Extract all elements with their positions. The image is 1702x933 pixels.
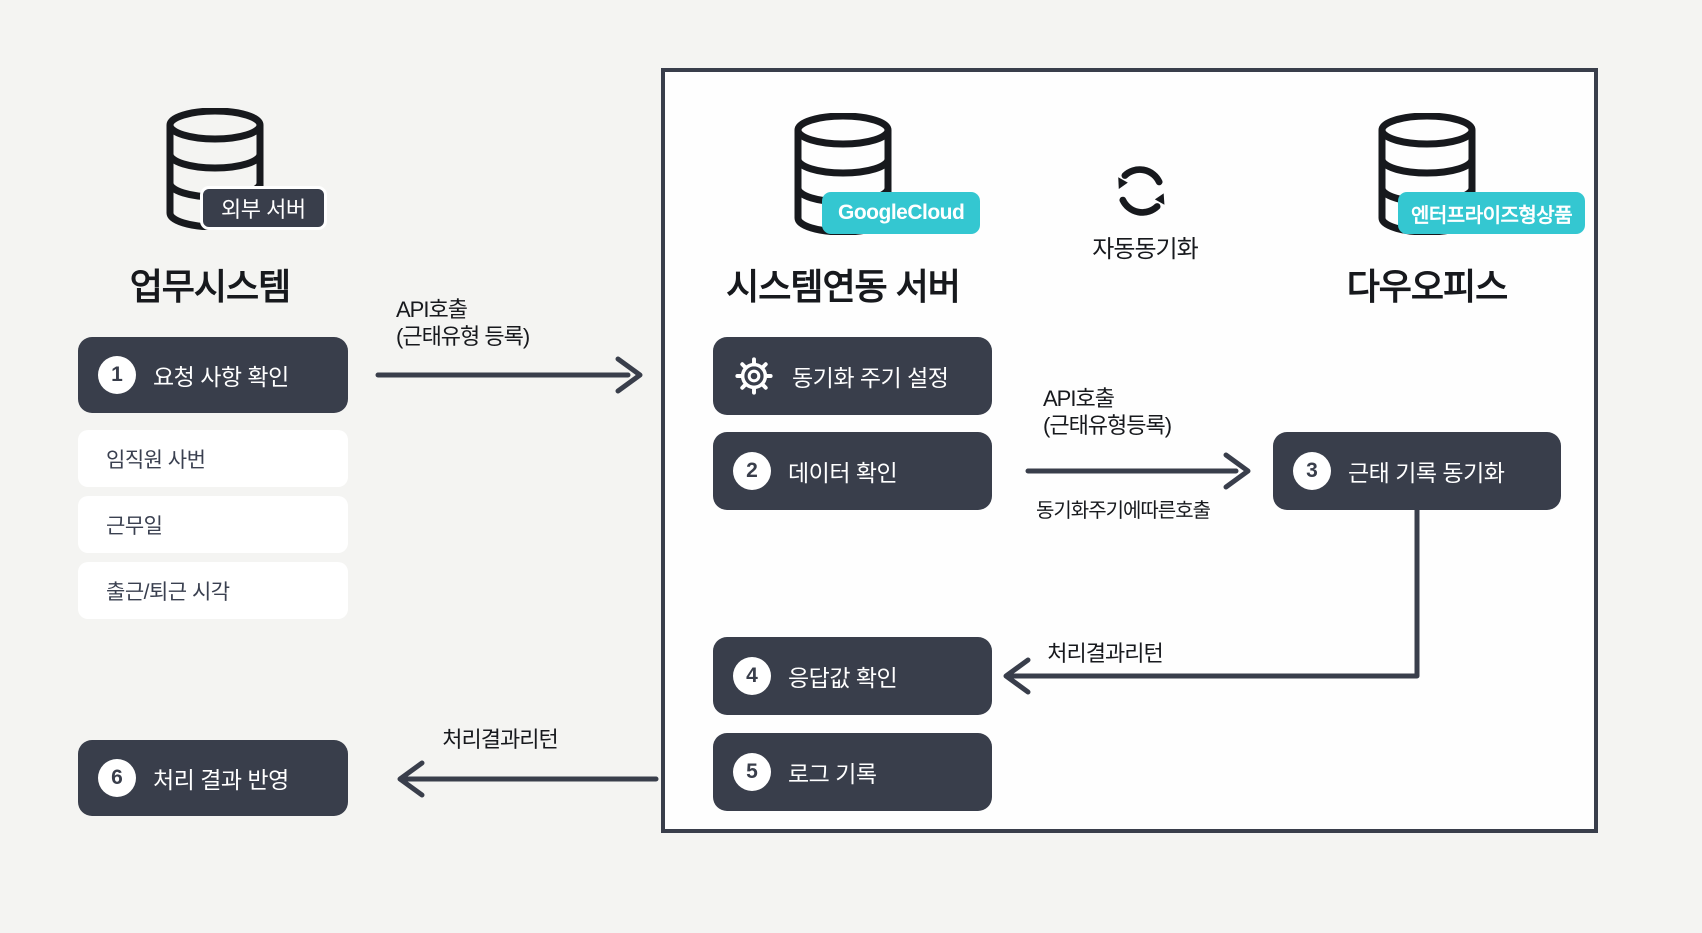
inner-return-arrow (1003, 502, 1420, 695)
gear-icon (733, 355, 775, 397)
request-arrow-label: API호출 (근태유형 등록) (396, 296, 530, 350)
step-label: 요청 사항 확인 (153, 364, 289, 390)
step-6-apply-result: 6 처리 결과 반영 (78, 740, 348, 816)
step-number: 5 (733, 753, 771, 791)
step-label: 근태 기록 동기화 (1348, 460, 1505, 486)
request-arrow-label-line1: API호출 (396, 297, 468, 322)
outer-return-arrow-label: 처리결과리턴 (442, 727, 558, 752)
step-label: 응답값 확인 (788, 665, 898, 691)
outer-return-arrow (397, 760, 659, 798)
inner-return-arrow-label: 처리결과리턴 (1047, 641, 1163, 666)
step-1-request-check: 1 요청 사항 확인 (78, 337, 348, 413)
step-3-attendance-sync: 3 근태 기록 동기화 (1273, 432, 1561, 510)
step-number: 6 (98, 759, 136, 797)
step-label: 처리 결과 반영 (153, 767, 289, 793)
step-2-data-check: 2 데이터 확인 (713, 432, 992, 510)
sync-call-arrow-sublabel: 동기화주기에따른호출 (1036, 500, 1211, 522)
sync-call-arrow-label: API호출 (근태유형등록) (1043, 385, 1172, 439)
step-number: 1 (98, 356, 136, 394)
data-field-workday: 근무일 (78, 496, 348, 553)
daou-office-title: 다우오피스 (1346, 266, 1509, 307)
data-field-clock-times: 출근/퇴근 시각 (78, 562, 348, 619)
request-arrow-label-line2: (근태유형 등록) (396, 324, 530, 349)
step-5-log-record: 5 로그 기록 (713, 733, 992, 811)
sync-call-label-line2: (근태유형등록) (1043, 413, 1172, 438)
step-number: 2 (733, 452, 771, 490)
sync-call-label-line1: API호출 (1043, 386, 1115, 411)
request-arrow (375, 356, 643, 394)
auto-sync-label: 자동동기화 (1092, 236, 1198, 263)
external-server-badge: 외부 서버 (200, 186, 327, 230)
step-number: 3 (1293, 452, 1331, 490)
enterprise-product-badge: 엔터프라이즈형상품 (1398, 192, 1586, 234)
step-4-response-check: 4 응답값 확인 (713, 637, 992, 715)
sync-period-setting-box: 동기화 주기 설정 (713, 337, 992, 415)
step-label: 로그 기록 (788, 761, 877, 787)
step-number: 4 (733, 657, 771, 695)
sync-call-arrow (1025, 452, 1251, 490)
google-cloud-badge: GoogleCloud (822, 192, 981, 234)
external-system-title: 업무시스템 (129, 266, 292, 307)
sync-icon (1118, 166, 1165, 216)
step-label: 동기화 주기 설정 (792, 365, 949, 391)
data-field-employee-id: 임직원 사번 (78, 430, 348, 487)
step-label: 데이터 확인 (788, 460, 898, 486)
sync-server-title: 시스템연동 서버 (726, 266, 961, 307)
